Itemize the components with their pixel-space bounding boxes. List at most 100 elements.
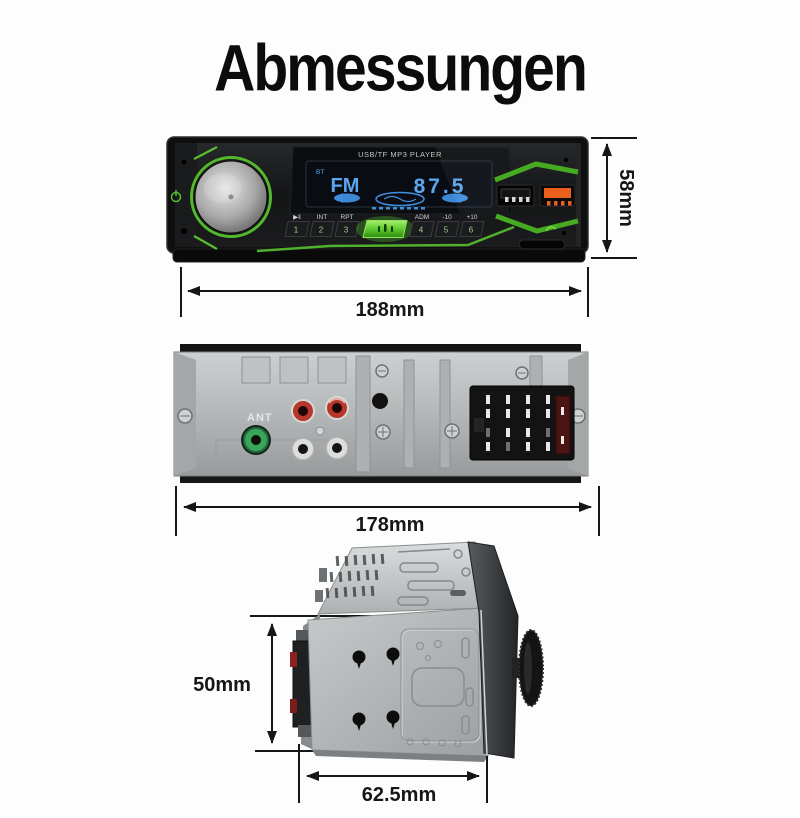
screw <box>177 408 193 424</box>
screw <box>375 364 389 378</box>
screw <box>444 423 460 439</box>
preset-button-5[interactable] <box>434 221 460 237</box>
top-slot <box>450 590 466 596</box>
green-accent-line <box>193 146 218 160</box>
face-right-column <box>576 143 581 247</box>
embossed-squares <box>215 356 347 471</box>
side-view <box>290 541 544 762</box>
front-screw-dot <box>181 159 187 165</box>
button-number-2: 2 <box>319 226 324 235</box>
usb-port[interactable] <box>496 184 535 207</box>
button-number-3: 3 <box>344 226 349 235</box>
button-numbers: 1 2 3 4 5 6 <box>294 226 474 235</box>
dimension-50mm: 50mm <box>193 623 277 744</box>
connector-red-tab <box>290 699 297 713</box>
dimension-178mm: 178mm <box>175 486 600 536</box>
plus10-label: +10 <box>466 214 477 221</box>
iso-connector[interactable] <box>469 385 575 461</box>
antenna-jack[interactable] <box>241 425 271 455</box>
button-number-1: 1 <box>294 226 299 235</box>
dimension-188mm: 188mm <box>180 267 589 321</box>
iso-pins-top <box>486 395 550 418</box>
rear-bottom-strip <box>180 475 581 483</box>
mounting-keyholes <box>352 647 400 731</box>
panel-brand-label: USB/TF MP3 PLAYER <box>358 150 442 159</box>
side-embossed-panel <box>400 628 481 748</box>
button-number-5: 5 <box>444 226 449 235</box>
green-accent-line <box>193 235 218 250</box>
preset-button-6[interactable] <box>459 221 485 237</box>
preset-button-4[interactable] <box>409 221 435 237</box>
phone-icon <box>545 226 557 232</box>
front-bottom-tray <box>172 248 586 263</box>
iso-pins-bottom <box>486 428 550 451</box>
rear-cap-bottom <box>298 725 314 737</box>
int-label: INT <box>317 214 328 221</box>
front-screw-dot <box>181 228 187 234</box>
face-left-column <box>175 143 197 247</box>
lcd-band: FM <box>331 175 360 197</box>
screw <box>315 426 325 436</box>
connector-red-tab <box>290 652 297 667</box>
width-dimension-label: 188mm <box>356 299 425 321</box>
green-chevron-top <box>494 161 579 183</box>
side-height-dimension-label: 50mm <box>193 674 251 696</box>
top-left-tab <box>319 568 327 582</box>
side-faceplate <box>467 541 519 759</box>
side-bottom-edge <box>312 750 488 762</box>
button-row: 1 2 3 4 5 6 <box>284 216 485 242</box>
side-depth-dimension-label: 62.5mm <box>362 784 437 806</box>
preset-button-1[interactable] <box>284 221 310 237</box>
green-sweep-line <box>256 225 515 253</box>
rear-width-dimension-label: 178mm <box>356 514 425 536</box>
rca-jack-white[interactable] <box>325 436 349 460</box>
front-slot <box>518 239 566 250</box>
lcd-frequency: 87.5 <box>414 175 467 198</box>
volume-knob[interactable] <box>189 155 273 239</box>
antenna-label: ANT <box>247 412 273 424</box>
power-icon[interactable] <box>170 190 182 203</box>
screw <box>515 366 529 380</box>
display-reflection <box>435 147 509 213</box>
rca-jack-white[interactable] <box>291 437 315 461</box>
front-screw-dot <box>564 158 568 162</box>
green-chevron-bottom <box>495 213 579 234</box>
vent-slots <box>325 553 385 599</box>
front-view: USB/TF MP3 PLAYER BT FM 87.5 <box>166 136 589 263</box>
dimension-62-5mm: 62.5mm <box>306 756 488 806</box>
knob-green-ring <box>190 156 272 238</box>
usb-charge-port[interactable] <box>539 184 576 207</box>
play-pause-label: ▶‖ <box>293 214 301 221</box>
rpt-label: RPT <box>341 214 354 221</box>
faceplate-highlight <box>480 609 488 756</box>
top-embossing <box>397 548 471 606</box>
lcd-graphics <box>334 191 468 210</box>
dimension-58mm: 58mm <box>591 137 637 259</box>
preset-button-3[interactable] <box>334 221 360 237</box>
chassis-ribs <box>355 355 543 473</box>
button-number-6: 6 <box>469 226 474 235</box>
front-screw-dot <box>562 231 566 235</box>
rca-jack-red[interactable] <box>325 396 349 420</box>
top-left-tab <box>315 590 323 602</box>
mic-icon <box>378 224 393 232</box>
side-knob <box>512 629 544 707</box>
rear-hole <box>372 393 388 409</box>
height-dimension-label: 58mm <box>615 169 637 227</box>
side-top-face <box>317 541 483 615</box>
iso-red-section <box>555 395 571 455</box>
knob-highlight <box>204 173 242 203</box>
display-assembly: USB/TF MP3 PLAYER BT FM 87.5 <box>289 146 513 215</box>
minus10-label: -10 <box>442 214 452 221</box>
rear-top-strip <box>180 344 581 353</box>
rear-view: ANT <box>173 344 589 483</box>
button-number-4: 4 <box>419 226 424 235</box>
page-title: Abmessungen <box>214 31 588 105</box>
rca-jack-red[interactable] <box>291 399 315 423</box>
preset-button-2[interactable] <box>309 221 335 237</box>
bt-indicator: BT <box>316 169 324 176</box>
adm-label: ADM <box>415 214 429 221</box>
screw <box>375 424 391 440</box>
